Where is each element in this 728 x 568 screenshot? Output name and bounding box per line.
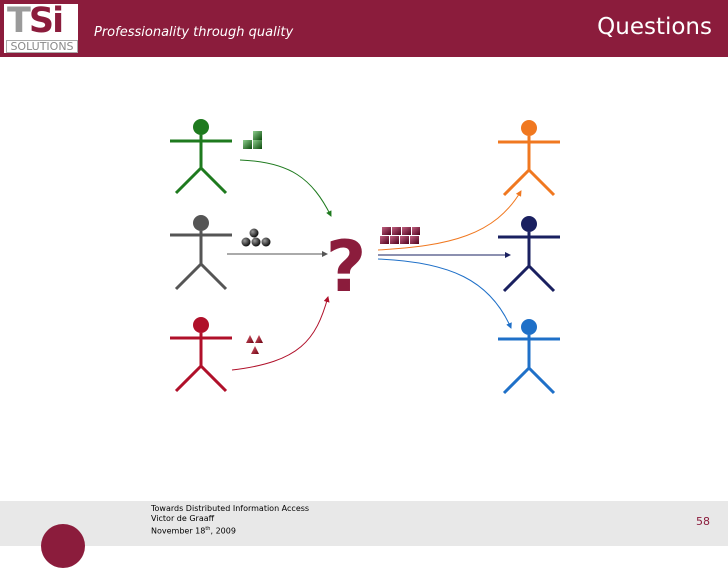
logo-mark: TSi bbox=[7, 1, 64, 41]
arrow-center-to-blue bbox=[377, 258, 512, 329]
maroon-bricks-icon bbox=[380, 227, 420, 244]
slide-header: TSi SOLUTIONS Professionality through qu… bbox=[0, 0, 728, 57]
slide-footer: Towards Distributed Information Access V… bbox=[0, 501, 728, 546]
company-logo: TSi SOLUTIONS bbox=[4, 1, 78, 53]
slide-title: Questions bbox=[597, 14, 712, 40]
presenter-name: Victor de Graaff bbox=[151, 514, 215, 523]
arrow-red-to-center bbox=[231, 296, 330, 371]
red-triangles-icon bbox=[246, 335, 263, 354]
decorative-circle bbox=[41, 524, 85, 568]
green-blocks-icon bbox=[243, 131, 262, 149]
arrow-center-to-orange bbox=[377, 190, 522, 251]
presentation-title: Towards Distributed Information Access bbox=[151, 504, 310, 513]
logo-subtext: SOLUTIONS bbox=[6, 40, 78, 53]
person-navy-icon bbox=[498, 216, 560, 293]
question-mark: ? bbox=[326, 226, 367, 308]
page-number: 58 bbox=[696, 515, 710, 528]
slide-content: ? bbox=[0, 57, 728, 501]
person-red-icon bbox=[170, 317, 232, 393]
person-blue-icon bbox=[498, 319, 560, 395]
person-gray-icon bbox=[170, 215, 232, 291]
footer-info: Towards Distributed Information Access V… bbox=[151, 504, 309, 537]
person-green-icon bbox=[170, 119, 232, 195]
presentation-date: November 18th, 2009 bbox=[151, 526, 236, 536]
person-orange-icon bbox=[498, 120, 560, 197]
gray-balls-icon bbox=[241, 228, 271, 247]
tagline: Professionality through quality bbox=[94, 25, 294, 40]
arrow-green-to-center bbox=[239, 159, 332, 217]
information-flow-diagram: ? bbox=[170, 119, 560, 395]
